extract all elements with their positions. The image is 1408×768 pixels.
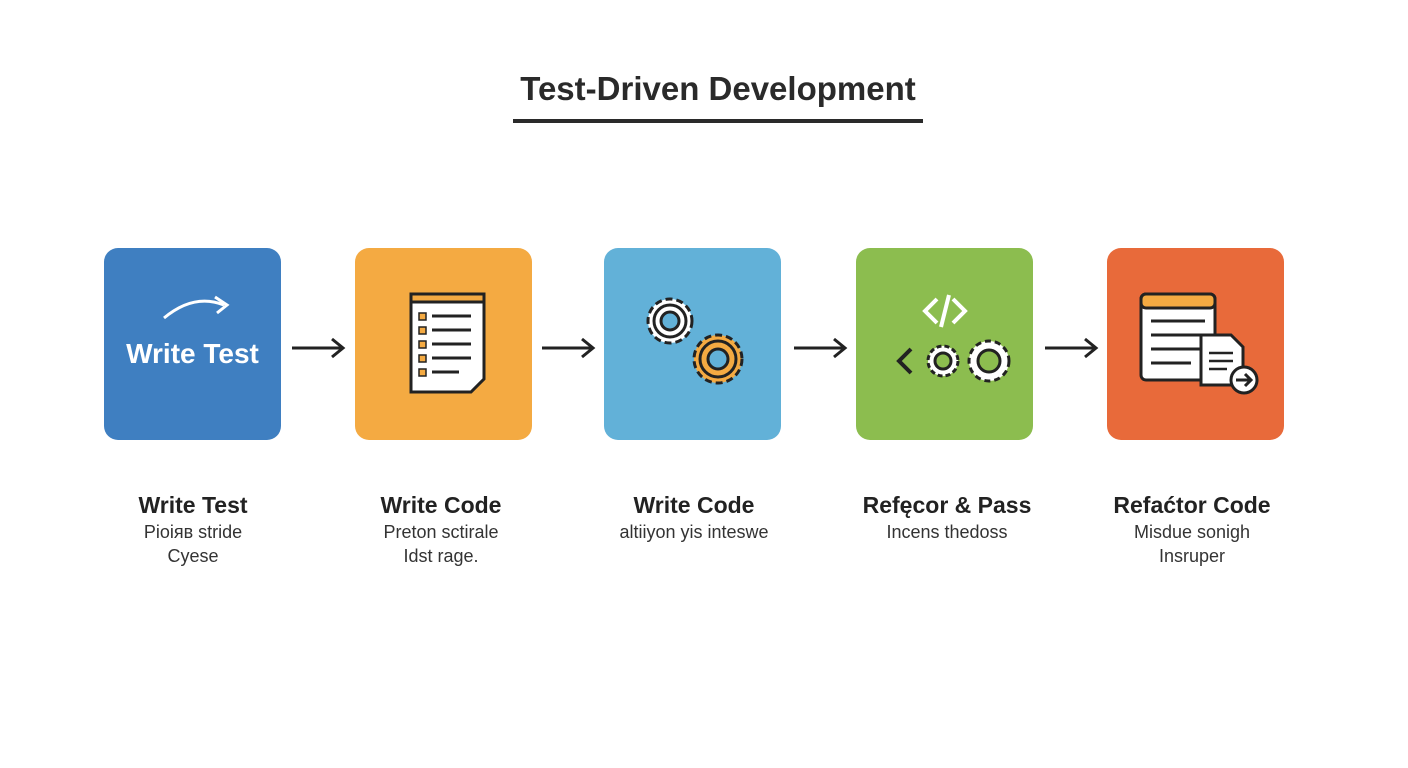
window-document-icon: [1139, 292, 1258, 395]
step-title: Write Code: [380, 492, 502, 518]
diagram-title: Test-Driven Development: [520, 70, 916, 107]
step-desc: Pioiяв stride: [143, 522, 243, 542]
arrow-icon: [1045, 337, 1099, 359]
arrow-icon: [542, 337, 596, 359]
step-box-write-code-2: [604, 248, 781, 440]
step-box-write-code: [355, 248, 532, 440]
step-title: Write Test: [138, 492, 248, 518]
step-desc: Cyese: [167, 546, 219, 566]
step-title: Refęcor & Pass: [862, 492, 1032, 518]
step-box-refactor-pass: [856, 248, 1033, 440]
box-text: Write Test: [126, 338, 259, 369]
step-title: Refaćtor Code: [1113, 492, 1271, 518]
curved-arrow-icon: [163, 295, 230, 320]
step-desc: altiiyon yis inteswe: [619, 522, 769, 542]
gears-icon: [646, 297, 743, 385]
step-desc: Idst rage.: [403, 546, 479, 566]
checklist-document-icon: [409, 292, 485, 394]
step-title: Write Code: [633, 492, 755, 518]
step-desc: Incens thedoss: [886, 522, 1008, 542]
arrow-icon: [794, 337, 848, 359]
step-label: Write Code altiiyon yis inteswe: [574, 490, 814, 544]
arrow-icon: [292, 337, 346, 359]
code-gears-icon: [895, 294, 1010, 383]
step-desc: Misdue sonigh: [1133, 522, 1251, 542]
step-box-refactor-code: [1107, 248, 1284, 440]
title-underline: [513, 119, 923, 123]
step-desc: Insruper: [1158, 546, 1226, 566]
step-desc: Preton sctirale: [383, 522, 499, 542]
step-box-write-test: Write Test: [104, 248, 281, 440]
